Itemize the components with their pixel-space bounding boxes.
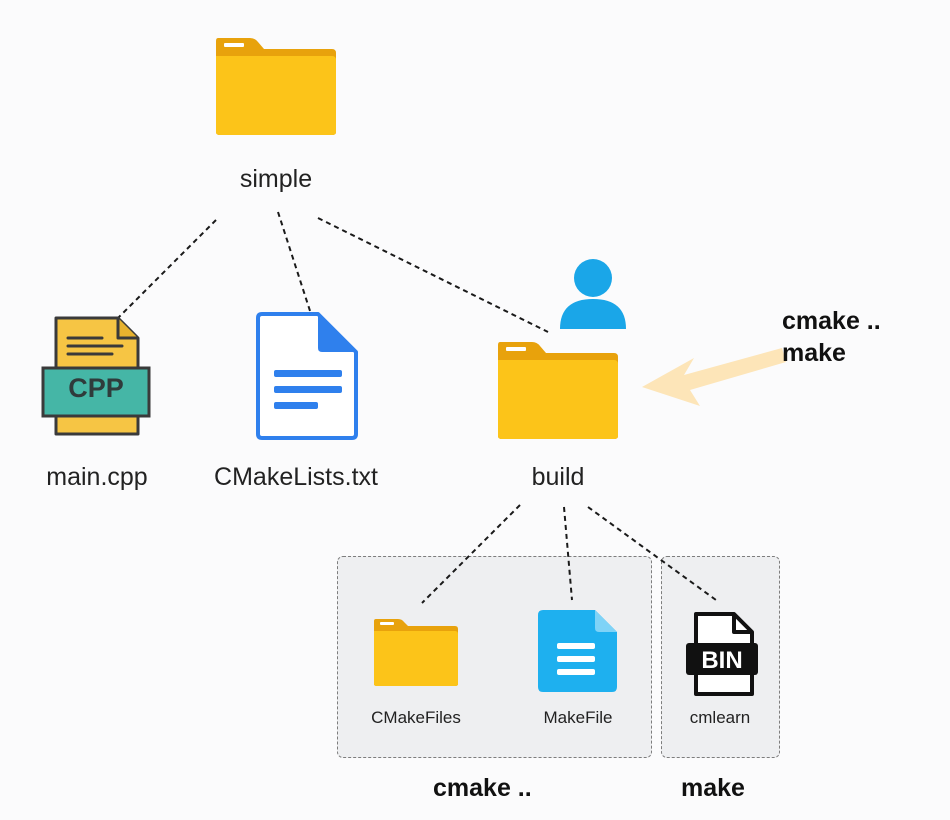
edge-simple-main bbox=[117, 219, 217, 319]
bin-badge-text: BIN bbox=[701, 647, 743, 674]
build-command-make: make bbox=[782, 339, 846, 367]
folder-label-cmakefiles: CMakeFiles bbox=[371, 708, 461, 727]
folder-icon bbox=[498, 342, 618, 439]
edge-build-cmakefiles bbox=[421, 504, 521, 604]
user-icon bbox=[560, 259, 626, 329]
arrow-left-icon bbox=[642, 348, 786, 406]
file-label-cmlearn: cmlearn bbox=[689, 708, 751, 727]
group-caption-make: make bbox=[681, 774, 745, 802]
file-label-makefile: MakeFile bbox=[543, 708, 613, 727]
folder-icon bbox=[216, 38, 336, 135]
folder-label-simple: simple bbox=[239, 165, 313, 193]
cpp-badge-text: CPP bbox=[68, 373, 124, 403]
file-label-cmakelists: CMakeLists.txt bbox=[214, 463, 378, 491]
build-command-cmake: cmake .. bbox=[782, 307, 881, 335]
document-icon bbox=[538, 610, 617, 692]
edge-build-cmlearn bbox=[587, 506, 717, 601]
edge-simple-cmakelists bbox=[277, 211, 312, 315]
edge-simple-build bbox=[317, 217, 549, 333]
folder-label-build: build bbox=[531, 463, 585, 491]
cpp-file-icon bbox=[41, 316, 151, 436]
group-caption-cmake: cmake .. bbox=[433, 774, 532, 802]
text-document-icon bbox=[256, 312, 358, 440]
edge-build-makefile bbox=[563, 506, 573, 601]
folder-icon bbox=[374, 619, 458, 686]
file-label-main-cpp: main.cpp bbox=[46, 463, 148, 491]
binary-file-icon bbox=[686, 612, 758, 696]
